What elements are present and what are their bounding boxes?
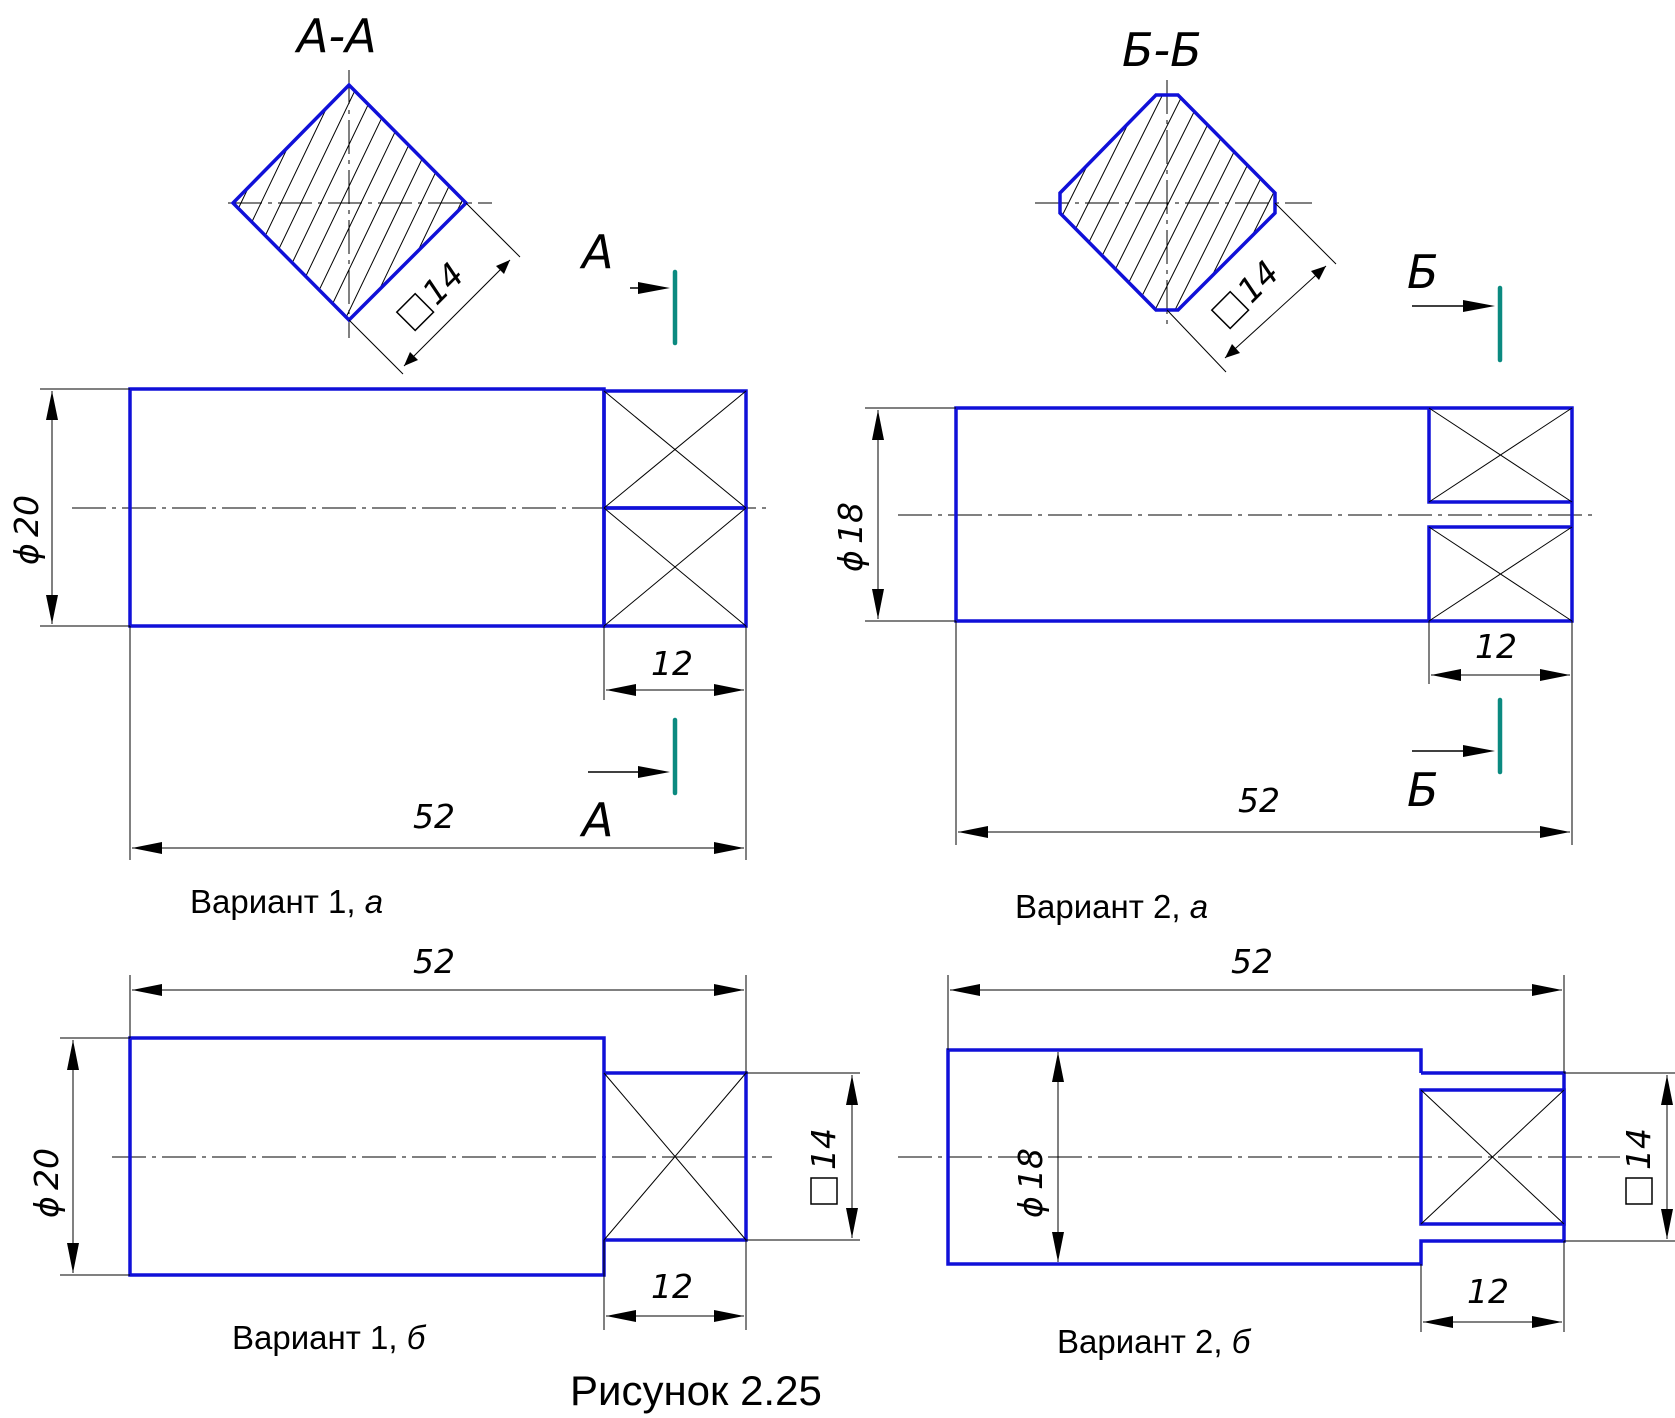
arrowhead (714, 984, 744, 996)
variant1b-square-length: 12 (651, 1267, 693, 1306)
diameter-sign-icon: ϕ (7, 543, 46, 565)
arrowhead (1463, 300, 1495, 312)
dimension-line (403, 259, 511, 367)
variant1a-caption: Вариант 1, а (190, 883, 383, 920)
arrowhead (872, 589, 884, 619)
variant2b-length: 52 (1231, 942, 1273, 981)
arrowhead (404, 352, 418, 366)
section-aa-size: 14 (414, 255, 471, 312)
square-flat (1419, 1088, 1566, 1226)
variant1a-length: 52 (413, 797, 455, 836)
variant2b-square-size: 14 (1619, 1128, 1658, 1170)
arrowhead (714, 1310, 744, 1322)
arrowhead (132, 842, 162, 854)
variant2a-square-length: 12 (1475, 627, 1517, 666)
arrowhead (1532, 984, 1562, 996)
figure-caption: Рисунок 2.25 (570, 1367, 822, 1414)
variant1b-length: 52 (413, 942, 455, 981)
arrowhead (714, 842, 744, 854)
square-flat-bottom (602, 506, 748, 628)
arrowhead (1532, 1316, 1562, 1328)
arrowhead (950, 984, 980, 996)
arrowhead (872, 410, 884, 440)
arrowhead (46, 595, 58, 624)
arrowhead (1661, 1075, 1673, 1105)
square-sign-icon (810, 1177, 838, 1205)
cutting-plane-a: А А (579, 225, 678, 847)
arrowhead (958, 826, 988, 838)
hatching (233, 85, 466, 320)
arrowhead (638, 282, 670, 294)
arrowhead (638, 766, 670, 778)
square-sign-icon (1625, 1177, 1653, 1205)
arrowhead (1225, 344, 1240, 358)
variant-1b: 52 ϕ 20 14 12 Вариант 1, б (27, 942, 860, 1356)
arrowhead (1540, 826, 1570, 838)
section-aa-title: А-А (294, 9, 377, 63)
arrowhead (1423, 1316, 1453, 1328)
arrowhead (1463, 745, 1495, 757)
cut-mark-a-bottom: А (579, 793, 613, 847)
arrowhead (1052, 1232, 1064, 1262)
arrowhead (496, 260, 510, 274)
arrowhead (67, 1243, 79, 1273)
cut-mark-b-top: Б (1407, 245, 1439, 299)
variant-2b: 52 ϕ 18 14 12 Вариант 2, б (898, 942, 1675, 1360)
arrowhead (67, 1040, 79, 1070)
diameter-sign-icon: ϕ (27, 1196, 66, 1218)
variant-2a: ϕ 18 12 52 Вариант 2, а (831, 406, 1598, 925)
arrowhead (46, 391, 58, 420)
arrowhead (1431, 669, 1461, 681)
arrowhead (1661, 1209, 1673, 1239)
arrowhead (846, 1208, 858, 1238)
cut-mark-a-top: А (579, 225, 613, 279)
variant2b-square-length: 12 (1467, 1272, 1509, 1311)
arrowhead (846, 1075, 858, 1105)
section-bb: Б-Б 14 (1035, 23, 1337, 373)
section-aa: А-А 14 (228, 9, 521, 375)
arrowhead (1052, 1052, 1064, 1082)
section-bb-size: 14 (1229, 253, 1286, 310)
variant2b-caption: Вариант 2, б (1057, 1323, 1252, 1360)
section-bb-title: Б-Б (1122, 23, 1202, 77)
arrowhead (132, 984, 162, 996)
arrowhead (606, 684, 636, 696)
extension-line (348, 319, 404, 375)
variant2a-diameter: 18 (831, 502, 870, 544)
variant1b-caption: Вариант 1, б (232, 1319, 427, 1356)
variant2b-diameter: 18 (1011, 1148, 1050, 1190)
variant2a-length: 52 (1238, 781, 1280, 820)
variant1b-square-size: 14 (804, 1128, 843, 1170)
arrowhead (714, 684, 744, 696)
extension-line (465, 202, 521, 258)
arrowhead (606, 1310, 636, 1322)
variant-1a: ϕ 20 12 52 Вариант 1, а (7, 387, 772, 920)
hatching (1060, 95, 1275, 310)
chamfered-section-outline (1058, 93, 1277, 312)
diameter-sign-icon: ϕ (1011, 1196, 1050, 1218)
square-sign-icon (1210, 290, 1250, 330)
variant1b-diameter: 20 (27, 1148, 66, 1190)
square-sign-icon (395, 292, 435, 332)
cut-mark-b-bottom: Б (1407, 763, 1439, 817)
arrowhead (1540, 669, 1570, 681)
cutting-plane-b: Б Б (1407, 245, 1503, 817)
variant2a-caption: Вариант 2, а (1015, 888, 1208, 925)
diameter-sign-icon: ϕ (831, 550, 870, 572)
variant1a-diameter: 20 (7, 495, 46, 537)
variant1a-square-length: 12 (651, 644, 693, 683)
shaft-body (954, 406, 1574, 623)
arrowhead (1311, 266, 1326, 280)
